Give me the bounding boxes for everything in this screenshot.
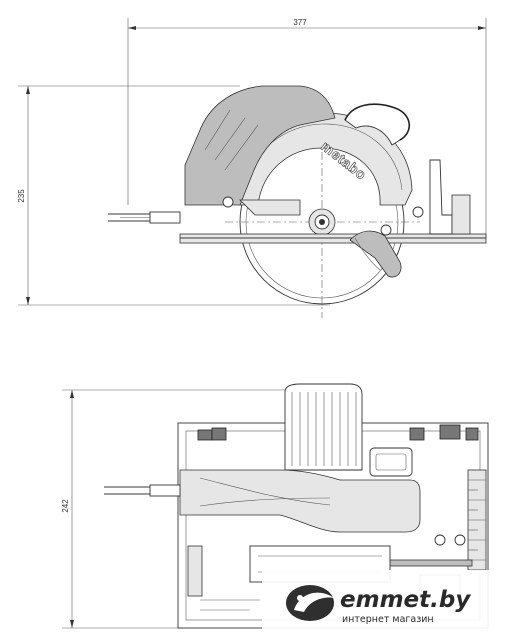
height-dimension: 235: [17, 85, 330, 306]
watermark: emmet.by интернет магазин: [262, 570, 509, 640]
cut-scale: [467, 469, 487, 571]
top-view-height-label: 242: [61, 499, 70, 513]
power-cable: [108, 211, 181, 224]
lower-guard-lever: [349, 230, 402, 278]
width-dimension: 377: [127, 18, 487, 238]
motor-housing: [184, 85, 336, 206]
bevel-bracket: [429, 159, 453, 235]
width-dimension-label: 377: [293, 18, 307, 27]
watermark-site: emmet.by: [340, 587, 471, 613]
watermark-tagline: интернет магазин: [342, 614, 434, 625]
top-power-cable: [104, 484, 181, 497]
height-dimension-label: 235: [17, 189, 26, 203]
side-view: 377 235 metabo: [17, 18, 487, 318]
top-motor-housing: [284, 383, 363, 471]
top-view-height-dimension: 242: [61, 389, 300, 629]
watermark-logo-icon: [286, 585, 334, 621]
